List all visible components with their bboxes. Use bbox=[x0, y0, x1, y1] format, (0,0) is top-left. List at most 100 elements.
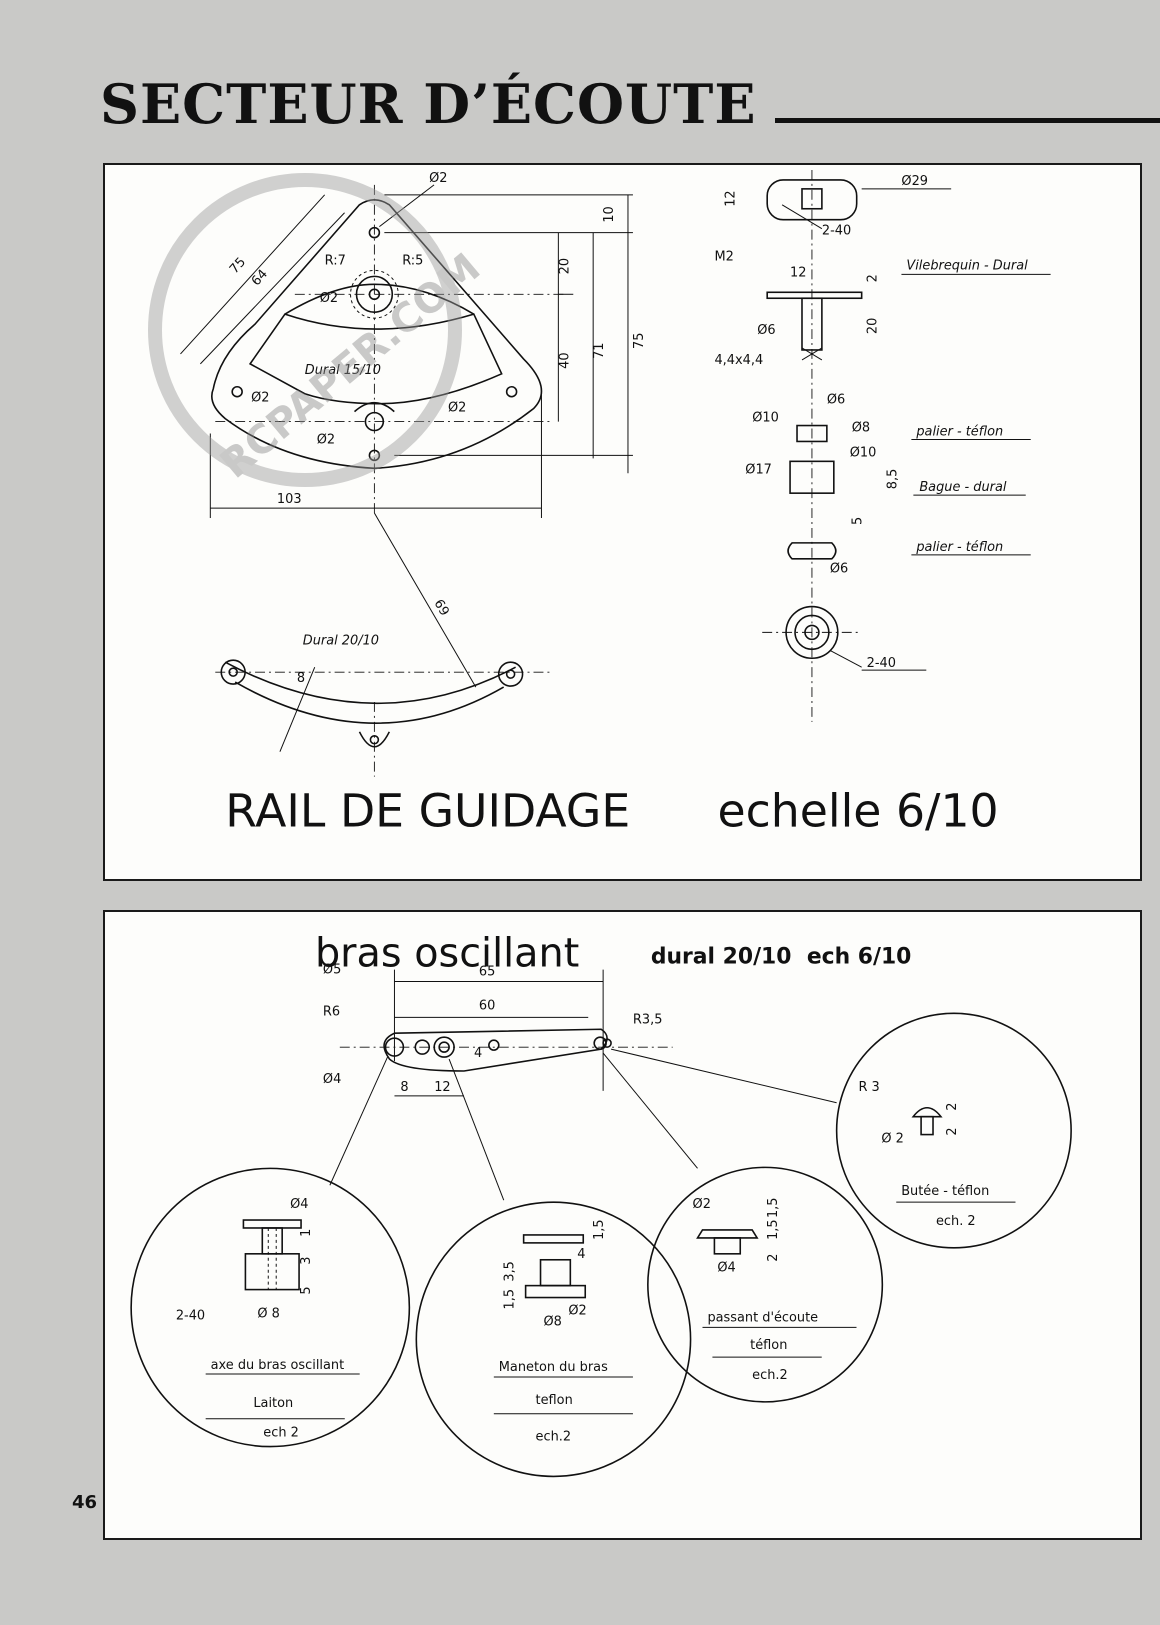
svg-text:71: 71 bbox=[592, 342, 607, 358]
detail-maneton: 1,5 4 3,5 1,5 Ø2 Ø8 Maneton du bras tefl… bbox=[415, 1201, 692, 1478]
svg-text:Dural 20/10: Dural 20/10 bbox=[303, 633, 379, 648]
svg-text:4: 4 bbox=[577, 1247, 585, 1262]
svg-text:4: 4 bbox=[474, 1046, 482, 1061]
svg-text:Ø6: Ø6 bbox=[830, 562, 848, 577]
vilebrequin-detail: Ø29 12 2-40 M2 12 2 20 Ø6 4,4x4,4 Vilebr… bbox=[714, 169, 1051, 722]
svg-text:3: 3 bbox=[299, 1257, 314, 1265]
svg-text:ech.2: ech.2 bbox=[536, 1430, 572, 1445]
rail-de-guidage-panel: 103 75 71 40 20 10 75 64 R:7 R:5 Ø2 Ø2 Ø… bbox=[103, 163, 1142, 881]
bras-scale: ech 6/10 bbox=[807, 945, 912, 970]
svg-text:Ø5: Ø5 bbox=[323, 963, 341, 978]
svg-text:Ø6: Ø6 bbox=[757, 323, 775, 338]
svg-text:Ø 8: Ø 8 bbox=[257, 1306, 279, 1321]
svg-text:3,5: 3,5 bbox=[503, 1261, 518, 1282]
svg-text:Ø29: Ø29 bbox=[901, 174, 928, 189]
svg-text:R6: R6 bbox=[323, 1004, 340, 1019]
svg-text:65: 65 bbox=[479, 965, 495, 980]
svg-text:Bague - dural: Bague - dural bbox=[919, 480, 1007, 495]
detail-4-name: Butée - téflon bbox=[901, 1184, 989, 1199]
page-number: 46 bbox=[72, 1492, 98, 1513]
svg-text:Ø2: Ø2 bbox=[448, 401, 466, 416]
svg-text:Ø6: Ø6 bbox=[827, 393, 845, 408]
svg-text:69: 69 bbox=[431, 597, 452, 619]
svg-text:Ø2: Ø2 bbox=[320, 291, 338, 306]
svg-text:2: 2 bbox=[945, 1103, 960, 1111]
svg-text:8,5: 8,5 bbox=[885, 469, 900, 490]
svg-text:20: 20 bbox=[557, 258, 572, 274]
bras-oscillant-panel: bras oscillant dural 20/10 ech 6/10 65 6… bbox=[103, 910, 1142, 1540]
detail-passant: Ø2 1,5 1,5 2 Ø4 passant d'écoute téflon … bbox=[647, 1166, 884, 1403]
svg-text:Ø4: Ø4 bbox=[323, 1072, 341, 1087]
bras-material: dural 20/10 bbox=[651, 945, 792, 970]
svg-text:1,5: 1,5 bbox=[503, 1289, 518, 1310]
svg-text:Ø2: Ø2 bbox=[568, 1303, 586, 1318]
svg-text:Ø10: Ø10 bbox=[752, 411, 779, 426]
svg-text:2: 2 bbox=[866, 274, 881, 282]
svg-text:12: 12 bbox=[434, 1080, 450, 1095]
svg-text:Ø10: Ø10 bbox=[850, 445, 877, 460]
svg-text:12: 12 bbox=[790, 265, 806, 280]
svg-text:8: 8 bbox=[400, 1080, 408, 1095]
svg-text:103: 103 bbox=[277, 492, 302, 507]
svg-text:Ø2: Ø2 bbox=[429, 171, 447, 186]
svg-text:Laiton: Laiton bbox=[253, 1396, 293, 1411]
svg-text:8: 8 bbox=[297, 671, 305, 686]
detail-axe-du-bras: Ø4 1 3 5 2-40 Ø 8 axe du bras oscillant … bbox=[130, 1167, 411, 1448]
svg-text:Ø4: Ø4 bbox=[290, 1197, 308, 1212]
svg-text:ech. 2: ech. 2 bbox=[936, 1214, 976, 1229]
detail-3-name: passant d'écoute bbox=[707, 1310, 818, 1325]
svg-text:palier - téflon: palier - téflon bbox=[915, 424, 1003, 439]
bras-oscillant-drawing: bras oscillant dural 20/10 ech 6/10 65 6… bbox=[130, 931, 1072, 1478]
detail-1-name: axe du bras oscillant bbox=[211, 1358, 345, 1373]
svg-text:teflon: teflon bbox=[536, 1393, 573, 1408]
bras-title: bras oscillant bbox=[315, 931, 579, 977]
svg-text:2: 2 bbox=[945, 1127, 960, 1135]
svg-text:40: 40 bbox=[557, 352, 572, 368]
svg-text:Dural 15/10: Dural 15/10 bbox=[305, 363, 381, 378]
svg-text:1,5: 1,5 bbox=[592, 1219, 607, 1240]
svg-text:1,5: 1,5 bbox=[766, 1219, 781, 1240]
watermark-stamp: RCPAPER.COM bbox=[95, 150, 515, 510]
svg-text:téflon: téflon bbox=[750, 1338, 787, 1353]
detail-butee: R 3 2 Ø 2 2 Butée - téflon ech. 2 bbox=[835, 1012, 1072, 1249]
svg-text:Vilebrequin - Dural: Vilebrequin - Dural bbox=[906, 258, 1028, 273]
page-title: SECTEUR D’ÉCOUTE bbox=[100, 72, 757, 136]
svg-text:palier - téflon: palier - téflon bbox=[915, 540, 1003, 555]
svg-text:R 3: R 3 bbox=[858, 1080, 879, 1095]
scale-caption: echelle 6/10 bbox=[717, 784, 998, 837]
svg-text:10: 10 bbox=[602, 206, 617, 222]
title-rule bbox=[775, 118, 1160, 123]
svg-text:2-40: 2-40 bbox=[867, 656, 896, 671]
svg-text:R:5: R:5 bbox=[402, 253, 423, 268]
oscillating-arm: 65 60 Ø5 R6 Ø4 R3,5 8 12 4 bbox=[323, 963, 673, 1097]
svg-text:Ø17: Ø17 bbox=[745, 462, 772, 477]
svg-text:R3,5: R3,5 bbox=[633, 1012, 662, 1027]
svg-text:60: 60 bbox=[479, 998, 495, 1013]
svg-text:4,4x4,4: 4,4x4,4 bbox=[714, 353, 763, 368]
svg-text:2: 2 bbox=[766, 1254, 781, 1262]
svg-text:Ø2: Ø2 bbox=[251, 391, 269, 406]
guide-rail: 8 Dural 20/10 bbox=[215, 633, 554, 777]
svg-text:20: 20 bbox=[866, 318, 881, 334]
palier-bague-detail: Ø10 Ø8 Ø6 Ø17 Ø10 8,5 5 Ø6 palier - téfl… bbox=[745, 393, 1031, 671]
svg-text:R:7: R:7 bbox=[325, 253, 346, 268]
svg-text:1,5: 1,5 bbox=[766, 1198, 781, 1219]
svg-text:Ø8: Ø8 bbox=[852, 421, 870, 436]
svg-text:ech.2: ech.2 bbox=[752, 1368, 788, 1383]
svg-text:2-40: 2-40 bbox=[822, 224, 851, 239]
svg-text:ech 2: ech 2 bbox=[263, 1426, 299, 1441]
rail-caption: RAIL DE GUIDAGE bbox=[225, 784, 630, 837]
svg-text:Ø4: Ø4 bbox=[717, 1261, 735, 1276]
svg-text:Ø2: Ø2 bbox=[317, 432, 335, 447]
svg-text:5: 5 bbox=[851, 517, 866, 525]
detail-2-name: Maneton du bras bbox=[499, 1360, 608, 1375]
svg-text:1: 1 bbox=[299, 1229, 314, 1237]
svg-text:75: 75 bbox=[632, 333, 647, 349]
svg-text:Ø 2: Ø 2 bbox=[881, 1132, 903, 1147]
svg-text:12: 12 bbox=[723, 190, 738, 206]
svg-text:2-40: 2-40 bbox=[176, 1308, 205, 1323]
svg-text:5: 5 bbox=[299, 1286, 314, 1294]
svg-text:Ø8: Ø8 bbox=[544, 1314, 562, 1329]
svg-text:Ø2: Ø2 bbox=[693, 1197, 711, 1212]
rail-de-guidage-drawing: 103 75 71 40 20 10 75 64 R:7 R:5 Ø2 Ø2 Ø… bbox=[180, 169, 1051, 837]
